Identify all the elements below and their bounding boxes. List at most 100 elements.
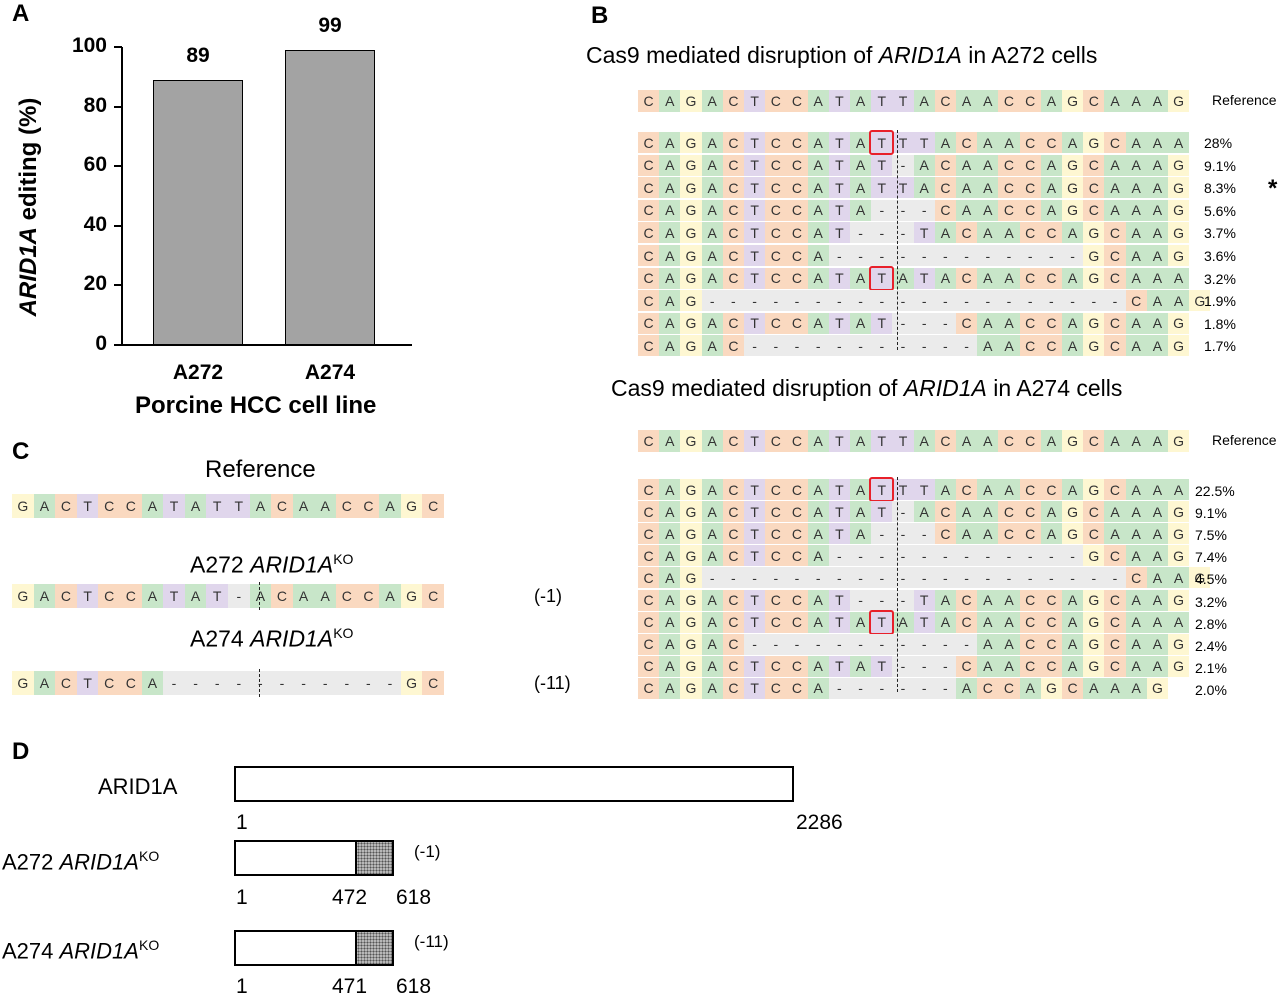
gap-cell: - — [722, 567, 744, 589]
base-cell: C — [722, 611, 744, 633]
base-cell: A — [977, 177, 999, 199]
base-cell: A — [850, 90, 872, 112]
read-frequency: 3.2% — [1204, 270, 1236, 287]
base-cell: G — [680, 633, 702, 655]
base-cell: T — [828, 479, 850, 500]
base-cell: A — [850, 501, 872, 523]
read-frequency: 9.1% — [1204, 157, 1236, 174]
base-cell: T — [744, 545, 766, 567]
gap-cell: - — [892, 501, 914, 523]
gap-cell: - — [934, 290, 956, 312]
base-cell: G — [400, 671, 423, 695]
title-gene: ARID1A — [878, 42, 962, 68]
base-cell: A — [998, 479, 1020, 500]
position-start: 1 — [236, 886, 248, 909]
base-cell: A — [977, 90, 999, 112]
base-cell: C — [934, 199, 956, 221]
base-cell: A — [184, 584, 207, 608]
base-cell: A — [314, 584, 336, 608]
base-cell: C — [1040, 633, 1062, 655]
gap-cell: - — [892, 567, 914, 589]
base-cell: G — [400, 584, 423, 608]
base-cell: A — [977, 132, 999, 153]
gap-cell: - — [871, 199, 893, 221]
base-cell: C — [638, 335, 660, 357]
base-cell: A — [934, 589, 956, 611]
gap-cell: - — [765, 290, 787, 312]
base-cell: C — [1019, 154, 1041, 176]
base-cell: C — [934, 177, 956, 199]
ko-indel-note: (-11) — [414, 932, 449, 951]
base-cell: T — [744, 312, 766, 334]
base-cell: A — [1125, 222, 1147, 244]
base-cell: A — [1146, 290, 1168, 312]
base-cell: A — [1062, 335, 1084, 357]
base-cell: C — [1040, 479, 1062, 500]
base-cell: C — [765, 90, 787, 112]
base-cell: G — [12, 584, 34, 608]
base-cell: A — [249, 494, 272, 518]
base-cell: C — [1083, 523, 1105, 545]
base-cell: A — [1168, 611, 1190, 633]
base-cell: G — [680, 245, 702, 266]
base-cell: A — [1062, 611, 1084, 633]
bar — [285, 49, 375, 345]
base-cell: G — [1168, 523, 1190, 545]
gap-cell: - — [357, 671, 380, 695]
base-cell: A — [1146, 655, 1168, 677]
ko-indel-note: (-1) — [534, 586, 562, 606]
base-cell: A — [1125, 177, 1147, 199]
base-cell: C — [765, 545, 787, 567]
base-cell: A — [701, 154, 723, 176]
base-cell: A — [659, 132, 681, 153]
base-cell: T — [913, 479, 935, 500]
base-cell: T — [913, 222, 935, 244]
base-cell: C — [1019, 655, 1041, 677]
base-cell: A — [659, 479, 681, 500]
gap-cell: - — [871, 222, 893, 244]
gap-cell: - — [850, 589, 872, 611]
base-cell: T — [744, 677, 766, 699]
base-cell: A — [807, 154, 829, 176]
base-cell: A — [850, 199, 872, 221]
gap-cell: - — [956, 245, 978, 266]
base-cell: A — [701, 633, 723, 655]
base-cell: G — [1062, 177, 1084, 199]
base-cell: C — [1104, 545, 1126, 567]
base-cell: C — [722, 501, 744, 523]
base-cell: A — [1146, 633, 1168, 655]
base-cell: T — [871, 177, 893, 199]
base-cell: A — [1062, 267, 1084, 289]
gap-cell: - — [1040, 545, 1062, 567]
base-cell: A — [659, 90, 681, 112]
base-cell: C — [1083, 177, 1105, 199]
base-cell: G — [1168, 633, 1190, 655]
base-cell: A — [379, 494, 401, 518]
base-cell: A — [998, 312, 1020, 334]
base-cell: G — [1040, 677, 1062, 699]
base-cell: A — [1168, 267, 1190, 289]
base-cell: C — [638, 677, 660, 699]
base-cell: A — [659, 611, 681, 633]
gap-cell: - — [206, 671, 228, 695]
gap-cell: - — [722, 290, 744, 312]
base-cell: C — [638, 611, 660, 633]
base-cell: T — [913, 589, 935, 611]
y-tick-label: 40 — [83, 212, 107, 236]
base-cell: T — [871, 479, 893, 500]
base-cell: A — [1040, 154, 1062, 176]
base-cell: C — [1019, 335, 1041, 357]
read-frequency: 8.3% — [1204, 180, 1236, 197]
base-cell: A — [850, 655, 872, 677]
base-cell: G — [680, 177, 702, 199]
base-cell: A — [1040, 199, 1062, 221]
base-cell: C — [786, 545, 808, 567]
base-cell: A — [956, 154, 978, 176]
inserted-base-highlight — [869, 609, 895, 635]
ko-gene: ARID1A — [59, 849, 139, 875]
base-cell: A — [1062, 222, 1084, 244]
base-cell: C — [638, 290, 660, 312]
position-start: 1 — [236, 811, 248, 834]
gap-cell: - — [977, 567, 999, 589]
base-cell: G — [1083, 545, 1105, 567]
